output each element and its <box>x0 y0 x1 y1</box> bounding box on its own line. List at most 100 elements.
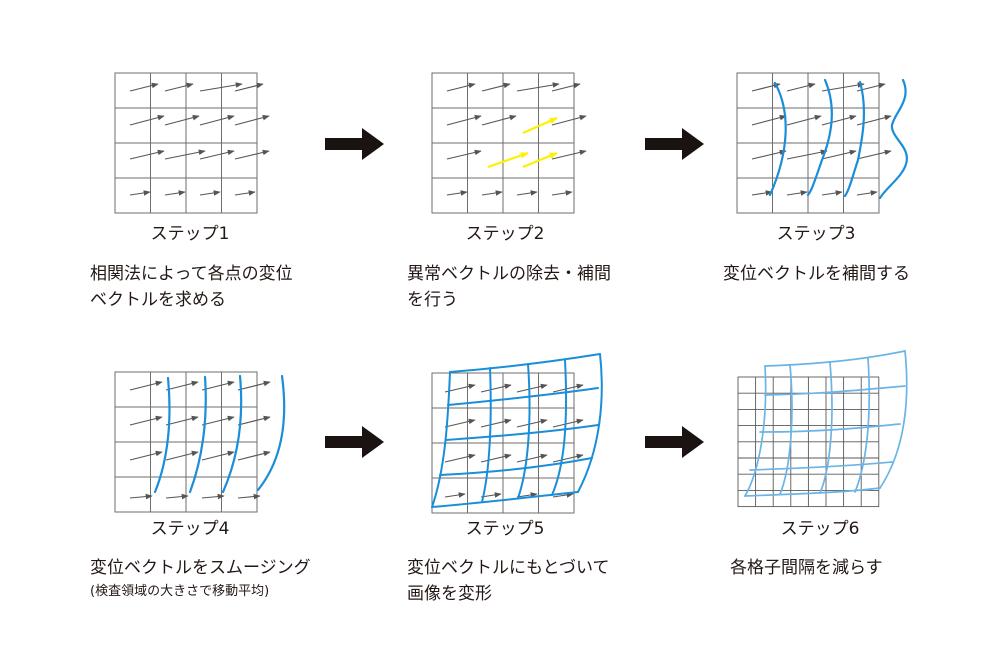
displacement-vector <box>551 190 573 196</box>
warped-fine-grid-line <box>764 385 906 396</box>
displacement-vector <box>237 450 271 461</box>
displacement-vector <box>444 453 476 463</box>
displacement-vector <box>165 380 199 391</box>
warped-fine-grid-line <box>749 461 893 471</box>
displacement-vector <box>786 114 822 126</box>
displacement-vector <box>164 82 194 92</box>
displacement-vector <box>199 114 235 126</box>
displacement-vector <box>234 190 256 196</box>
displacement-vector <box>516 383 548 393</box>
step5-description: 変位ベクトルにもとづいて <box>407 558 610 578</box>
displacement-vector <box>522 151 558 169</box>
displacement-vector <box>480 492 502 498</box>
displacement-vector <box>516 190 538 196</box>
displacement-vector <box>234 82 264 92</box>
warped-grid-line <box>445 424 599 441</box>
displacement-vector <box>201 493 225 500</box>
displacement-vector <box>552 418 584 428</box>
displacement-vector <box>480 383 512 393</box>
warped-grid-line <box>577 353 603 493</box>
displacement-vector <box>234 114 270 126</box>
flow-arrow-1-2 <box>325 128 384 160</box>
displacement-vector <box>234 149 270 160</box>
displacement-vector <box>237 380 271 391</box>
displacement-vector <box>551 149 587 160</box>
step6-panel <box>737 350 908 508</box>
step1-panel <box>114 72 270 214</box>
flow-arrow-5-6 <box>645 426 704 458</box>
interpolation-curve <box>806 78 833 197</box>
step4-panel <box>114 371 286 513</box>
displacement-vector <box>522 116 558 135</box>
displacement-vector <box>237 493 261 500</box>
step1-description-line2: ベクトルを求める <box>90 290 226 310</box>
displacement-vector <box>821 149 857 160</box>
displacement-vector <box>516 82 560 92</box>
displacement-vector <box>481 114 517 126</box>
warped-grid-line <box>447 387 599 406</box>
step6-description: 各格子間隔を減らす <box>730 558 883 578</box>
displacement-vector <box>201 415 235 426</box>
displacement-vector <box>516 492 538 498</box>
displacement-vector <box>129 149 165 160</box>
displacement-vector <box>751 114 787 126</box>
step3-title: ステップ3 <box>776 224 856 244</box>
interpolation-curve <box>843 80 866 198</box>
displacement-vector <box>821 114 857 126</box>
displacement-vector <box>129 82 159 92</box>
smoothed-curve <box>188 375 207 494</box>
warped-grid-line <box>517 363 531 499</box>
displacement-vector <box>165 450 199 461</box>
displacement-vector <box>786 149 828 160</box>
step3-panel <box>736 72 908 214</box>
step4-description-line2: (検査領域の大きさで移動平均) <box>90 584 270 599</box>
displacement-vector <box>201 450 235 461</box>
displacement-vector <box>129 450 163 461</box>
displacement-vector <box>444 418 476 428</box>
warped-grid-line <box>481 367 492 503</box>
displacement-vector <box>552 453 584 463</box>
warped-fine-grid-line <box>764 350 906 367</box>
warped-grid-line <box>431 491 579 508</box>
displacement-vector <box>516 453 548 463</box>
flow-arrow-4-5 <box>325 426 384 458</box>
displacement-vector <box>444 492 466 498</box>
step5-description-line2: 画像を変形 <box>407 584 492 604</box>
warped-fine-grid-line <box>879 350 908 489</box>
warped-fine-grid-line <box>744 487 881 497</box>
warped-grid-line <box>439 457 593 476</box>
displacement-vector <box>481 82 511 92</box>
displacement-vector <box>164 114 200 126</box>
warped-fine-grid-line <box>819 362 833 494</box>
displacement-vector <box>165 415 199 426</box>
step1-title: ステップ1 <box>150 224 230 244</box>
displacement-vector <box>856 114 892 126</box>
warped-grid-line <box>431 371 451 508</box>
displacement-vector <box>480 453 512 463</box>
smoothed-curve <box>256 374 286 492</box>
displacement-vector <box>481 190 503 196</box>
displacement-vector <box>199 82 243 92</box>
step1-description: 相関法によって各点の変位 <box>90 264 293 284</box>
displacement-vector <box>165 493 189 500</box>
displacement-vector <box>199 149 235 160</box>
smoothed-curve <box>221 374 243 494</box>
interpolation-curve <box>878 78 908 200</box>
displacement-vector <box>129 415 163 426</box>
displacement-vector <box>751 190 773 196</box>
warped-fine-grid-line <box>744 365 767 497</box>
displacement-vector <box>551 82 581 92</box>
displacement-vector <box>129 190 151 196</box>
displacement-vector <box>237 415 271 426</box>
displacement-vector <box>487 151 529 169</box>
displacement-vector <box>751 149 787 160</box>
displacement-vector <box>856 190 878 196</box>
displacement-vector <box>821 190 843 196</box>
displacement-vector <box>516 418 548 428</box>
step5-title: ステップ5 <box>465 519 545 539</box>
smoothed-curve <box>153 376 171 494</box>
displacement-vector <box>446 149 482 160</box>
warped-grid-line <box>551 359 568 496</box>
displacement-vector <box>199 190 221 196</box>
